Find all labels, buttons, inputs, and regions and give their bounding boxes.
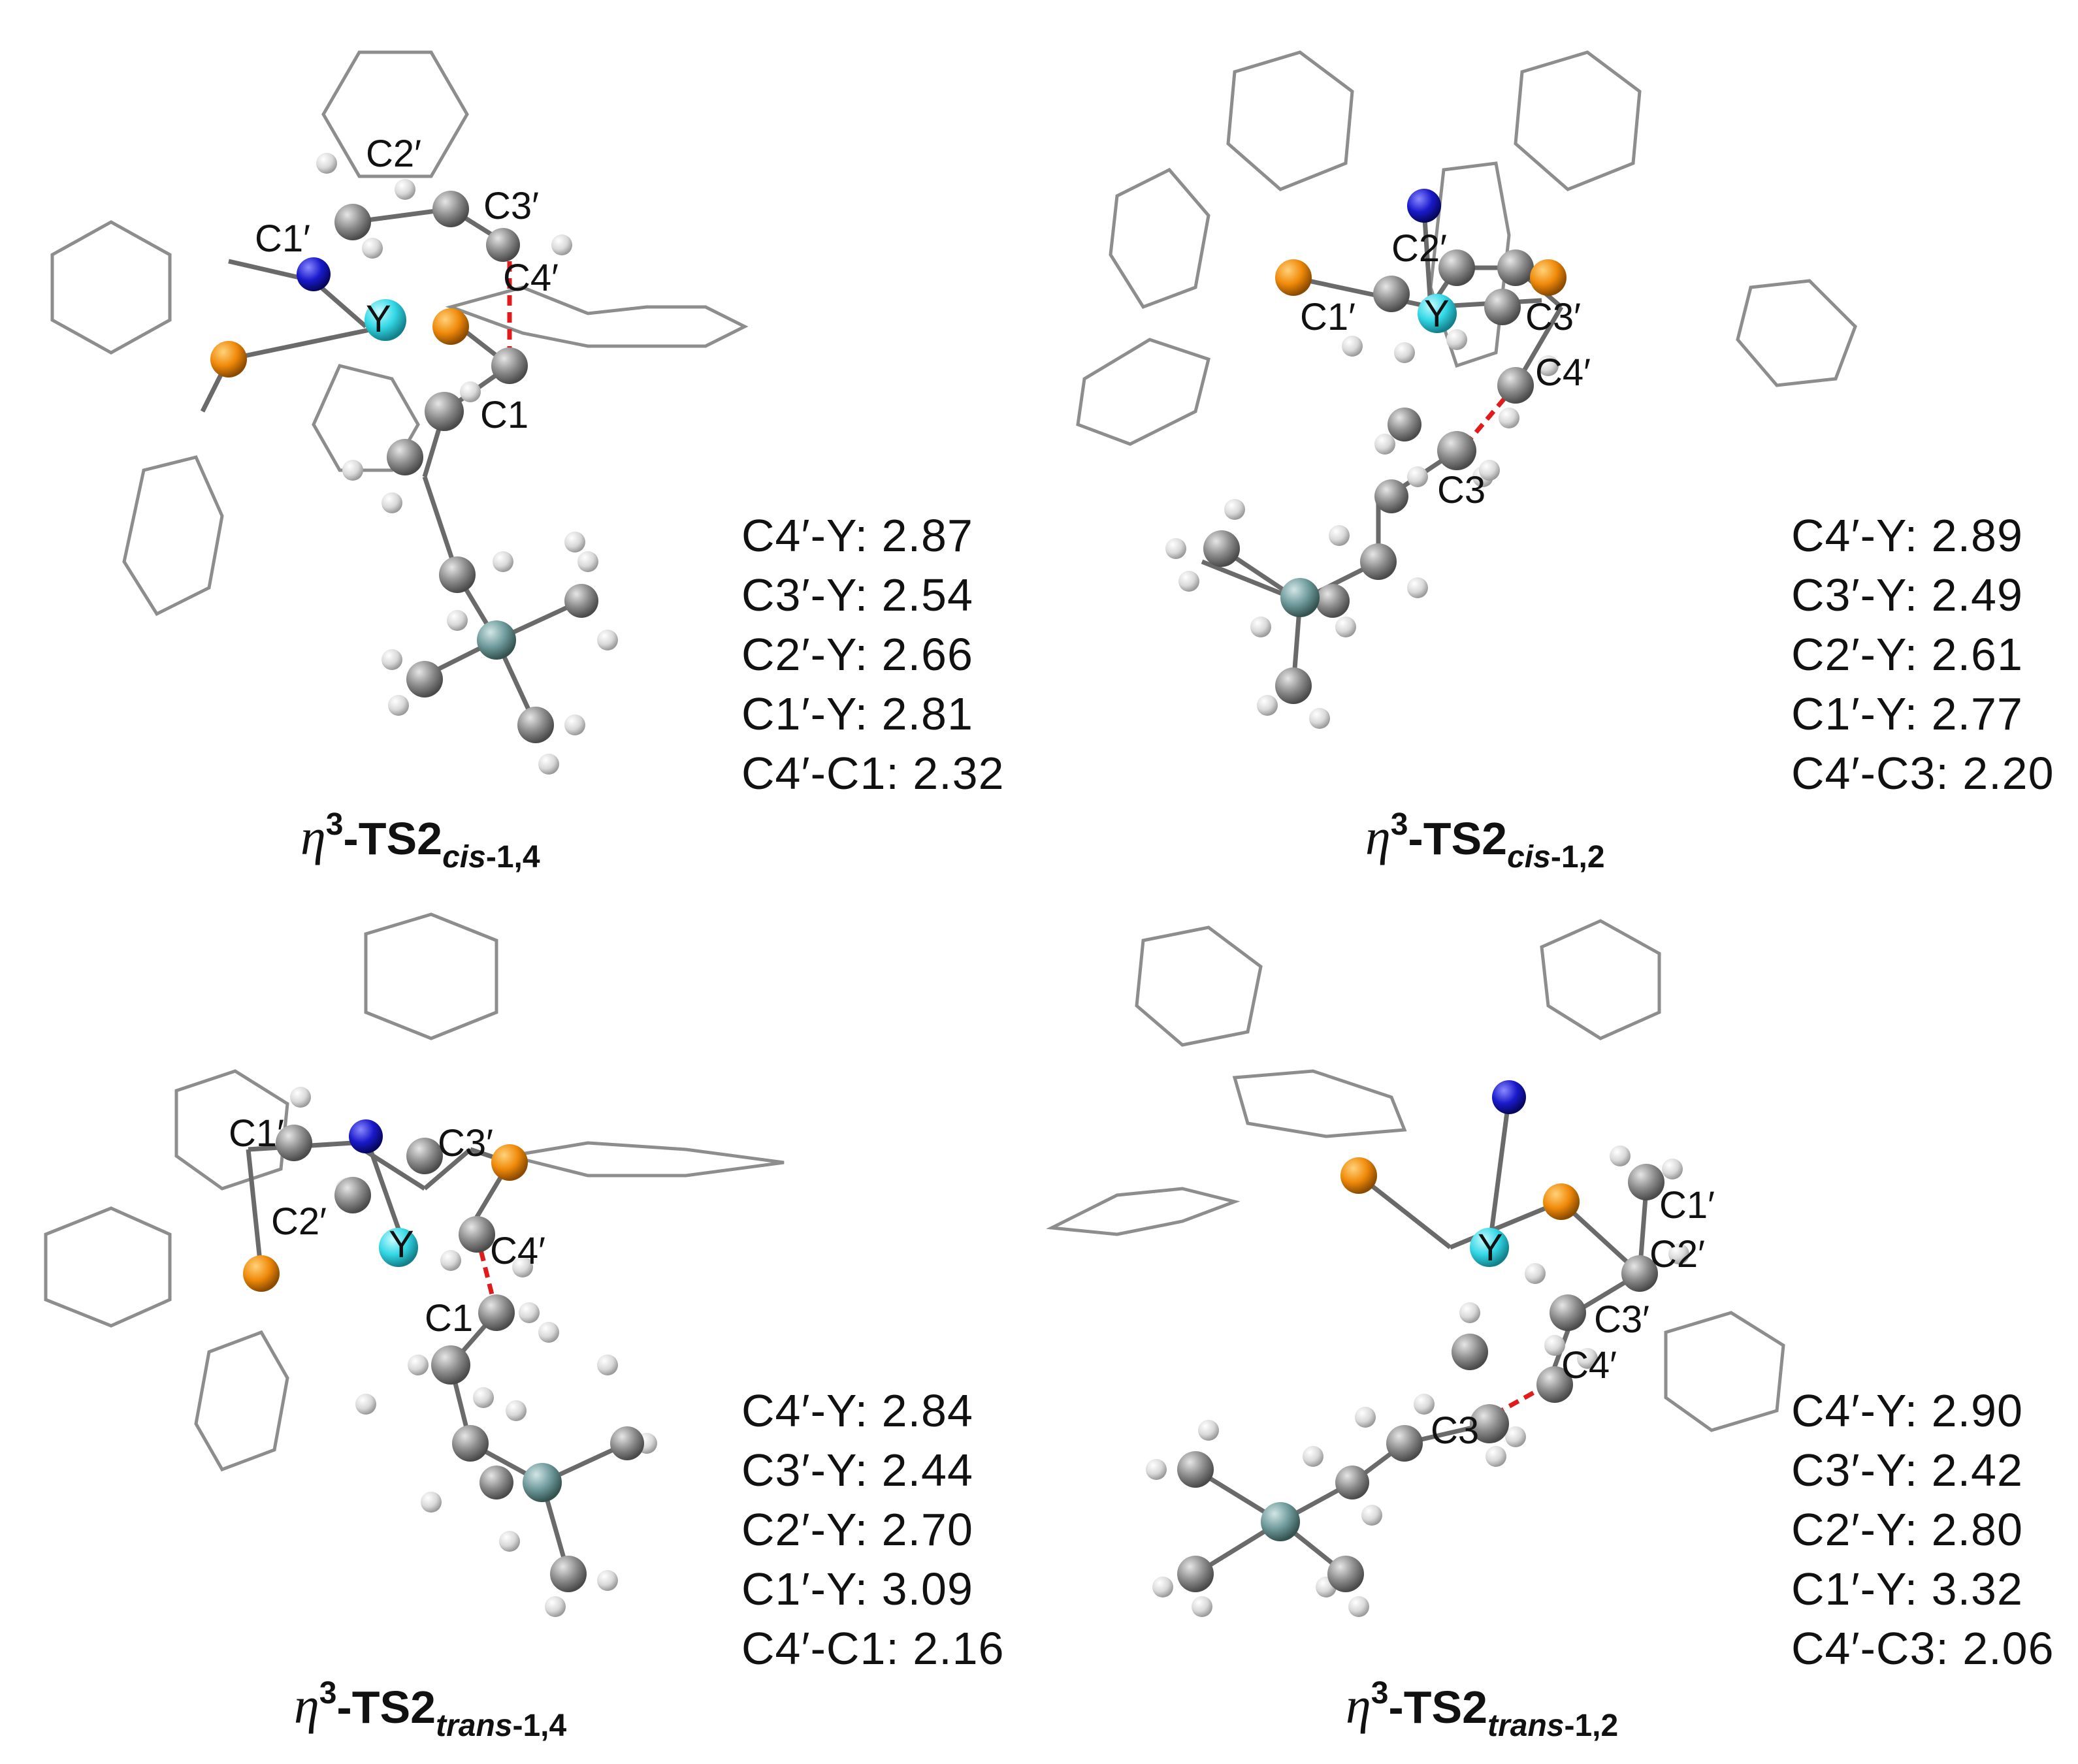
distance-list: C4′-Y: 2.84 C3′-Y: 2.44 C2′-Y: 2.70 C1′-… bbox=[741, 1381, 1005, 1678]
distance-c2p-y: C2′-Y: 2.70 bbox=[741, 1504, 973, 1555]
atom-label-c1: C1 bbox=[480, 394, 528, 436]
phosphorus-atom bbox=[432, 308, 469, 345]
atom-label-c4p: C4′ bbox=[490, 1230, 545, 1272]
ts-bond bbox=[1461, 383, 1518, 449]
distance-forming-bond: C4′-C3: 2.06 bbox=[1791, 1623, 2054, 1674]
atom-label-y: Y bbox=[1478, 1227, 1503, 1269]
panel-ts2-cis-12: C2′ C1′ Y C3′ C4′ C3 C4′-Y: 2.89 C3′-Y: … bbox=[1039, 0, 2077, 882]
atom-label-y: Y bbox=[366, 298, 391, 340]
atom-label-c1: C1 bbox=[425, 1297, 473, 1339]
phenyl-rings bbox=[50, 50, 749, 617]
panel-ts2-trans-14: C1′ C3′ C2′ Y C4′ C1 C4′-Y: 2.84 C3′-Y: … bbox=[0, 882, 1039, 1763]
yttrium-atom bbox=[1470, 1228, 1509, 1267]
molecule-ts2-trans-14: C1′ C3′ C2′ Y C4′ C1 bbox=[44, 912, 785, 1617]
distance-c2p-y: C2′-Y: 2.61 bbox=[1791, 629, 2023, 680]
atom-label-c1p: C1′ bbox=[1300, 296, 1356, 338]
phenyl-rings bbox=[1046, 919, 1785, 1432]
distance-c3p-y: C3′-Y: 2.44 bbox=[741, 1445, 973, 1496]
silicon-atom bbox=[523, 1463, 562, 1502]
distance-c1p-y: C1′-Y: 3.09 bbox=[741, 1564, 973, 1614]
atom-label-c1p: C1′ bbox=[229, 1112, 284, 1155]
yttrium-atom bbox=[1418, 294, 1457, 333]
carbon-atoms bbox=[1203, 249, 1534, 704]
phosphorus-atom bbox=[210, 341, 247, 377]
atom-label-y: Y bbox=[1424, 293, 1450, 335]
distance-c3p-y: C3′-Y: 2.42 bbox=[1791, 1445, 2023, 1496]
atom-label-c1p: C1′ bbox=[255, 217, 310, 260]
bonds bbox=[1194, 1097, 1649, 1576]
atom-label-c4p: C4′ bbox=[1561, 1344, 1617, 1387]
carbon-atoms bbox=[334, 191, 598, 743]
molecule-ts2-cis-12: C2′ C1′ Y C3′ C4′ C3 bbox=[1076, 50, 1857, 729]
distance-c3p-y: C3′-Y: 2.49 bbox=[1791, 569, 2023, 620]
distance-c4p-y: C4′-Y: 2.89 bbox=[1791, 510, 2023, 561]
atom-label-c2p: C2′ bbox=[1649, 1233, 1705, 1275]
yttrium-atom bbox=[365, 299, 406, 341]
yttrium-atom bbox=[379, 1228, 418, 1267]
phosphorus-atom bbox=[243, 1255, 280, 1292]
distance-c3p-y: C3′-Y: 2.54 bbox=[741, 569, 973, 620]
hydrogen-atoms bbox=[1165, 329, 1559, 729]
atom-label-c2p: C2′ bbox=[1391, 227, 1447, 270]
panel-ts2-trans-12: C1′ Y C2′ C3′ C4′ C3 C4′-Y: 2.90 C3′-Y: … bbox=[1039, 882, 2077, 1763]
carbon-atoms bbox=[1177, 1164, 1664, 1592]
molecule-ts2-trans-12: C1′ Y C2′ C3′ C4′ C3 bbox=[1046, 919, 1785, 1617]
atom-label-c3: C3 bbox=[1431, 1409, 1479, 1452]
hydrogen-atoms bbox=[316, 153, 618, 775]
atom-label-c3p: C3′ bbox=[483, 185, 539, 227]
panel-caption: η3-TS2cis-1,2 bbox=[1365, 807, 1605, 874]
phenyl-rings bbox=[1076, 50, 1857, 446]
silicon-atom bbox=[1261, 1502, 1300, 1541]
atom-label-c3p: C3′ bbox=[1525, 296, 1581, 338]
panel-caption: η3-TS2trans-1,4 bbox=[294, 1676, 567, 1743]
phosphorus-atom bbox=[491, 1144, 528, 1181]
phenyl-rings bbox=[44, 912, 785, 1472]
hydrogen-atoms bbox=[290, 1087, 657, 1617]
ts-bond bbox=[474, 1234, 499, 1313]
atom-label-c4p: C4′ bbox=[1535, 351, 1591, 394]
distance-c4p-y: C4′-Y: 2.90 bbox=[1791, 1385, 2023, 1436]
distance-list: C4′-Y: 2.90 C3′-Y: 2.42 C2′-Y: 2.80 C1′-… bbox=[1791, 1381, 2054, 1678]
atom-label-c3p: C3′ bbox=[438, 1122, 493, 1164]
atom-label-c4p: C4′ bbox=[503, 257, 559, 299]
phosphorus-atom bbox=[1543, 1183, 1580, 1220]
distance-list: C4′-Y: 2.87 C3′-Y: 2.54 C2′-Y: 2.66 C1′-… bbox=[741, 506, 1005, 803]
distance-c1p-y: C1′-Y: 2.81 bbox=[741, 688, 973, 739]
distance-c2p-y: C2′-Y: 2.66 bbox=[741, 629, 973, 680]
carbon-atoms bbox=[276, 1125, 644, 1592]
nitrogen-atom bbox=[1492, 1080, 1526, 1114]
phosphorus-atom bbox=[1340, 1157, 1377, 1194]
molecule-ts2-cis-14: C2′ C3′ C1′ C4′ Y C1 bbox=[50, 50, 749, 775]
nitrogen-atom bbox=[349, 1119, 383, 1153]
atom-label-c2p: C2′ bbox=[366, 133, 421, 175]
distance-c1p-y: C1′-Y: 2.77 bbox=[1791, 688, 2023, 739]
atom-label-c1p: C1′ bbox=[1659, 1184, 1715, 1227]
nitrogen-atom bbox=[1407, 189, 1441, 223]
panel-caption: η3-TS2cis-1,4 bbox=[300, 807, 540, 874]
atom-label-y: Y bbox=[389, 1223, 414, 1266]
distance-c2p-y: C2′-Y: 2.80 bbox=[1791, 1504, 2023, 1555]
atom-label-c2p: C2′ bbox=[271, 1200, 327, 1243]
distance-c4p-y: C4′-Y: 2.84 bbox=[741, 1385, 973, 1436]
phosphorus-atom bbox=[1530, 259, 1567, 296]
distance-forming-bond: C4′-C3: 2.20 bbox=[1791, 748, 2054, 799]
distance-forming-bond: C4′-C1: 2.32 bbox=[741, 748, 1005, 799]
hydrogen-atoms bbox=[1146, 1146, 1689, 1617]
distance-forming-bond: C4′-C1: 2.16 bbox=[741, 1623, 1005, 1674]
panel-ts2-cis-14: C2′ C3′ C1′ C4′ Y C1 C4′-Y: 2.87 C3′-Y: … bbox=[0, 0, 1039, 882]
silicon-atom bbox=[477, 620, 516, 660]
nitrogen-atom bbox=[297, 257, 331, 291]
distance-c4p-y: C4′-Y: 2.87 bbox=[741, 510, 973, 561]
phosphorus-atom bbox=[1275, 259, 1312, 296]
atom-label-c3: C3 bbox=[1437, 469, 1485, 511]
panel-caption: η3-TS2trans-1,2 bbox=[1346, 1676, 1619, 1743]
atom-label-c3p: C3′ bbox=[1594, 1298, 1649, 1341]
silicon-atom bbox=[1280, 578, 1320, 617]
distance-list: C4′-Y: 2.89 C3′-Y: 2.49 C2′-Y: 2.61 C1′-… bbox=[1791, 506, 2054, 803]
distance-c1p-y: C1′-Y: 3.32 bbox=[1791, 1564, 2023, 1614]
